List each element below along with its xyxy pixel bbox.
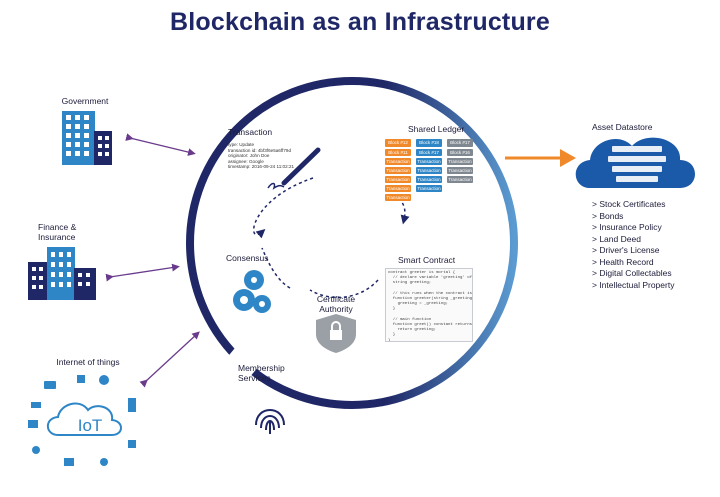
consensus-label: Consensus xyxy=(226,253,269,263)
asset-item: > Intellectual Property xyxy=(592,279,675,290)
ring-gap xyxy=(227,337,267,377)
block-row: Transaction xyxy=(416,158,442,165)
ledger-block: Block #17 Block #16 Transaction Transact… xyxy=(447,139,473,183)
datastore-cloud-icon xyxy=(575,137,695,188)
page-title: Blockchain as an Infrastructure xyxy=(170,8,550,36)
block-title: Block #18 xyxy=(416,139,442,147)
inner-cycle-arc-3 xyxy=(309,279,379,299)
pen-icon xyxy=(267,147,321,190)
block-row: Transaction xyxy=(416,176,442,183)
block-row: Transaction xyxy=(385,176,411,183)
membership-services-label: Membership Services xyxy=(238,363,285,383)
block-row: Block #11 xyxy=(385,149,411,156)
transaction-line: transaction id: 4bf3f6e5a6ff79d xyxy=(228,147,292,153)
finance-arrow xyxy=(105,263,180,282)
iot-cloud-label: IoT xyxy=(77,416,103,435)
block-row: Transaction xyxy=(447,167,473,174)
transaction-line: type: Update xyxy=(228,142,255,147)
transaction-details: type: Update transaction id: 4bf3f6e5a6f… xyxy=(228,142,298,170)
infrastructure-ring xyxy=(186,77,518,409)
government-building-icon xyxy=(62,111,112,165)
asset-item: > Health Record xyxy=(592,256,654,267)
gears-icon xyxy=(233,270,271,313)
block-row: Block #17 xyxy=(416,149,442,156)
block-row: Transaction xyxy=(416,185,442,192)
block-row: Transaction xyxy=(385,158,411,165)
transaction-label: Transaction xyxy=(228,127,273,137)
asset-list: > Stock Certificates > Bonds > Insurance… xyxy=(592,199,712,291)
shared-ledger-label: Shared Ledger xyxy=(408,124,465,134)
asset-datastore-label: Asset Datastore xyxy=(592,122,653,132)
block-row: Block #16 xyxy=(447,149,473,156)
iot-label: Internet of things xyxy=(56,357,120,367)
gov-arrow xyxy=(125,133,196,156)
asset-item: > Stock Certificates xyxy=(592,199,666,209)
transaction-line: assignee: Google xyxy=(228,158,264,164)
ledger-block: Block #18 Block #17 Transaction Transact… xyxy=(416,139,442,192)
block-row: Transaction xyxy=(416,167,442,174)
block-row: Transaction xyxy=(385,167,411,174)
smart-contract-code: contract greeter is mortal { // declare … xyxy=(385,268,473,342)
block-row: Transaction xyxy=(385,185,411,192)
block-row: Transaction xyxy=(447,158,473,165)
datastore-arrow-head xyxy=(560,149,576,167)
ledger-block: Block #12 Block #11 Transaction Transact… xyxy=(385,139,411,201)
asset-item: > Land Deed xyxy=(592,233,641,244)
iot-device-icons xyxy=(28,375,136,466)
fingerprint-icon xyxy=(255,409,285,434)
inner-cycle-arc-4 xyxy=(261,247,291,289)
certificate-authority-label: Certificate Authority xyxy=(316,294,356,314)
finance-label: Finance & Insurance xyxy=(38,222,77,242)
asset-item: > Insurance Policy xyxy=(592,222,662,232)
inner-cycle-arc xyxy=(252,177,314,239)
ledger-blocks: Block #12 Block #11 Transaction Transact… xyxy=(385,139,475,205)
asset-item: > Driver's License xyxy=(592,245,660,255)
finance-building-icon xyxy=(28,247,96,300)
shield-lock-icon xyxy=(316,314,356,353)
block-row: Transaction xyxy=(447,176,473,183)
transaction-line: timestamp: 2016-09-24 11:02:21 xyxy=(228,164,295,170)
asset-item: > Bonds xyxy=(592,210,624,221)
transaction-line: originator: John Doe xyxy=(228,153,270,159)
iot-arrow xyxy=(139,331,200,388)
iot-cloud-icon xyxy=(46,402,122,436)
smart-contract-label: Smart Contract xyxy=(398,255,456,265)
government-label: Government xyxy=(61,96,109,106)
block-row: Transaction xyxy=(385,194,411,201)
block-title: Block #17 xyxy=(447,139,473,147)
asset-item: > Digital Collectables xyxy=(592,268,672,278)
block-title: Block #12 xyxy=(385,139,411,147)
